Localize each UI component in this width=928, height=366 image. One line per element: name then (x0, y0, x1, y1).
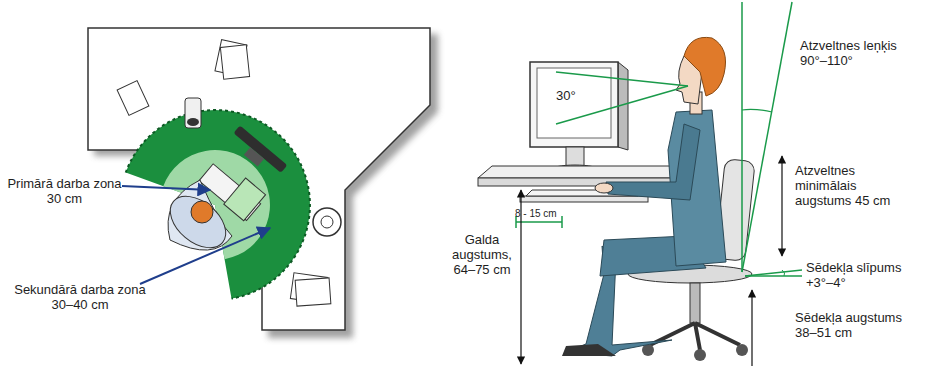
angle-label: 30° (556, 88, 596, 103)
dimension-arrows (521, 156, 782, 366)
zone-pointers (122, 186, 270, 284)
zone-label: Sekundārā darba zona 30–40 cm (10, 282, 150, 312)
angle-label: Sēdekļa slīpums +3°–4° (806, 260, 916, 290)
dimension-label: 8 - 15 cm (515, 206, 575, 221)
person-top-view (161, 180, 236, 258)
desk-objects (117, 40, 341, 307)
dimension-label: Atzveltnes minimālais augstums 45 cm (795, 163, 899, 208)
person-side (562, 37, 726, 356)
zone-label: Primārā darba zona 30 cm (2, 176, 127, 206)
work-zones (126, 110, 310, 299)
dimension-label: Galda augstums, 64–75 cm (446, 232, 518, 277)
angle-guides (516, 2, 802, 276)
monitor-side (530, 62, 628, 175)
angle-label: Atzveltnes leņķis 90°–110° (800, 38, 915, 68)
dimension-label: Sēdekļa augstums 38–51 cm (795, 310, 905, 340)
